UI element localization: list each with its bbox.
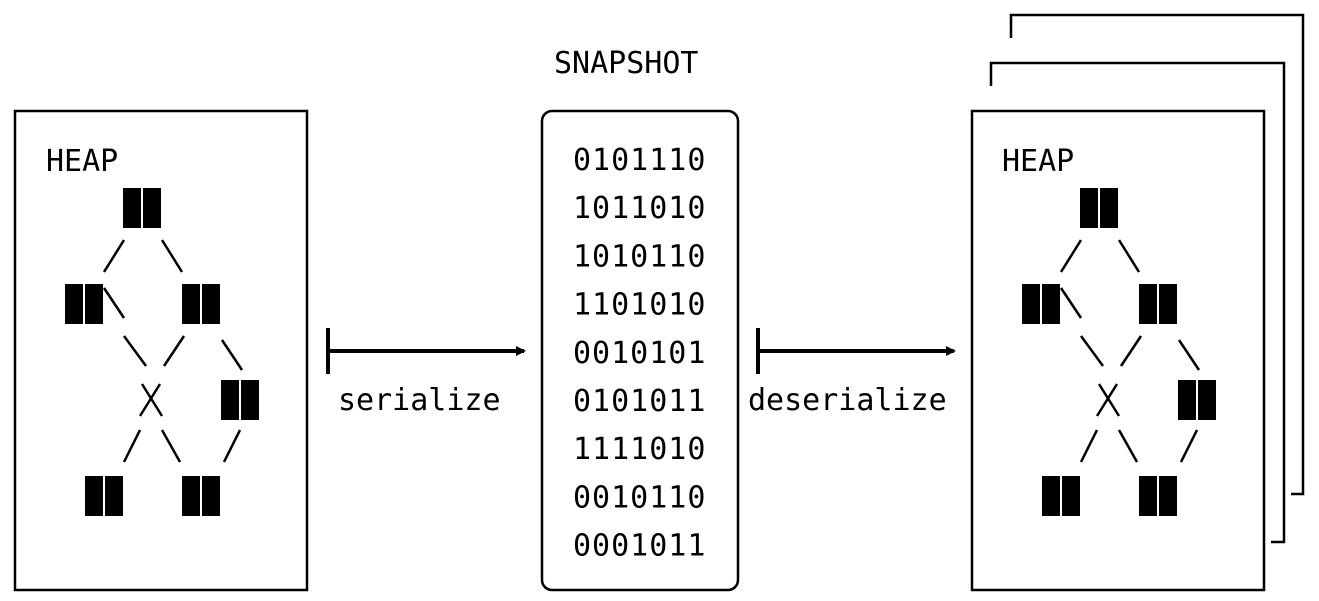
snapshot-bit-row: 0101011 (573, 384, 706, 419)
snapshot-bit-row: 0010101 (573, 336, 706, 371)
heap-copy-middle (989, 61, 1286, 544)
deserialize-label: deserialize (748, 383, 947, 418)
deserialize-arrow: deserialize (748, 328, 956, 418)
snapshot-bit-row: 0101110 (573, 143, 706, 178)
snapshot-bit-row: 1011010 (573, 191, 706, 226)
heap-copy-back (1009, 13, 1305, 496)
left-heap-title: HEAP (46, 144, 118, 179)
left-heap-box (13, 109, 309, 592)
serialize-arrow: serialize (326, 328, 526, 418)
right-heap-stack: HEAP (970, 13, 1305, 592)
right-heap: HEAP (970, 109, 1266, 592)
snapshot-bit-row: 0010110 (573, 480, 706, 515)
right-heap-box (970, 109, 1266, 592)
snapshot-bit-row: 1101010 (573, 288, 706, 323)
snapshot-bit-row: 1010110 (573, 239, 706, 274)
snapshot-bit-row: 1111010 (573, 432, 706, 467)
snapshot: SNAPSHOT 0101110 1011010 1010110 1101010 001… (540, 46, 740, 592)
snapshot-bit-rows: 0101110 1011010 1010110 1101010 0010101 01010… (573, 143, 706, 564)
snapshot-title: SNAPSHOT (554, 46, 699, 81)
serialize-label: serialize (338, 383, 501, 418)
left-heap: HEAP (13, 109, 309, 592)
snapshot-box (540, 109, 740, 592)
snapshot-bit-row: 0001011 (573, 529, 706, 564)
right-heap-title: HEAP (1002, 144, 1074, 179)
